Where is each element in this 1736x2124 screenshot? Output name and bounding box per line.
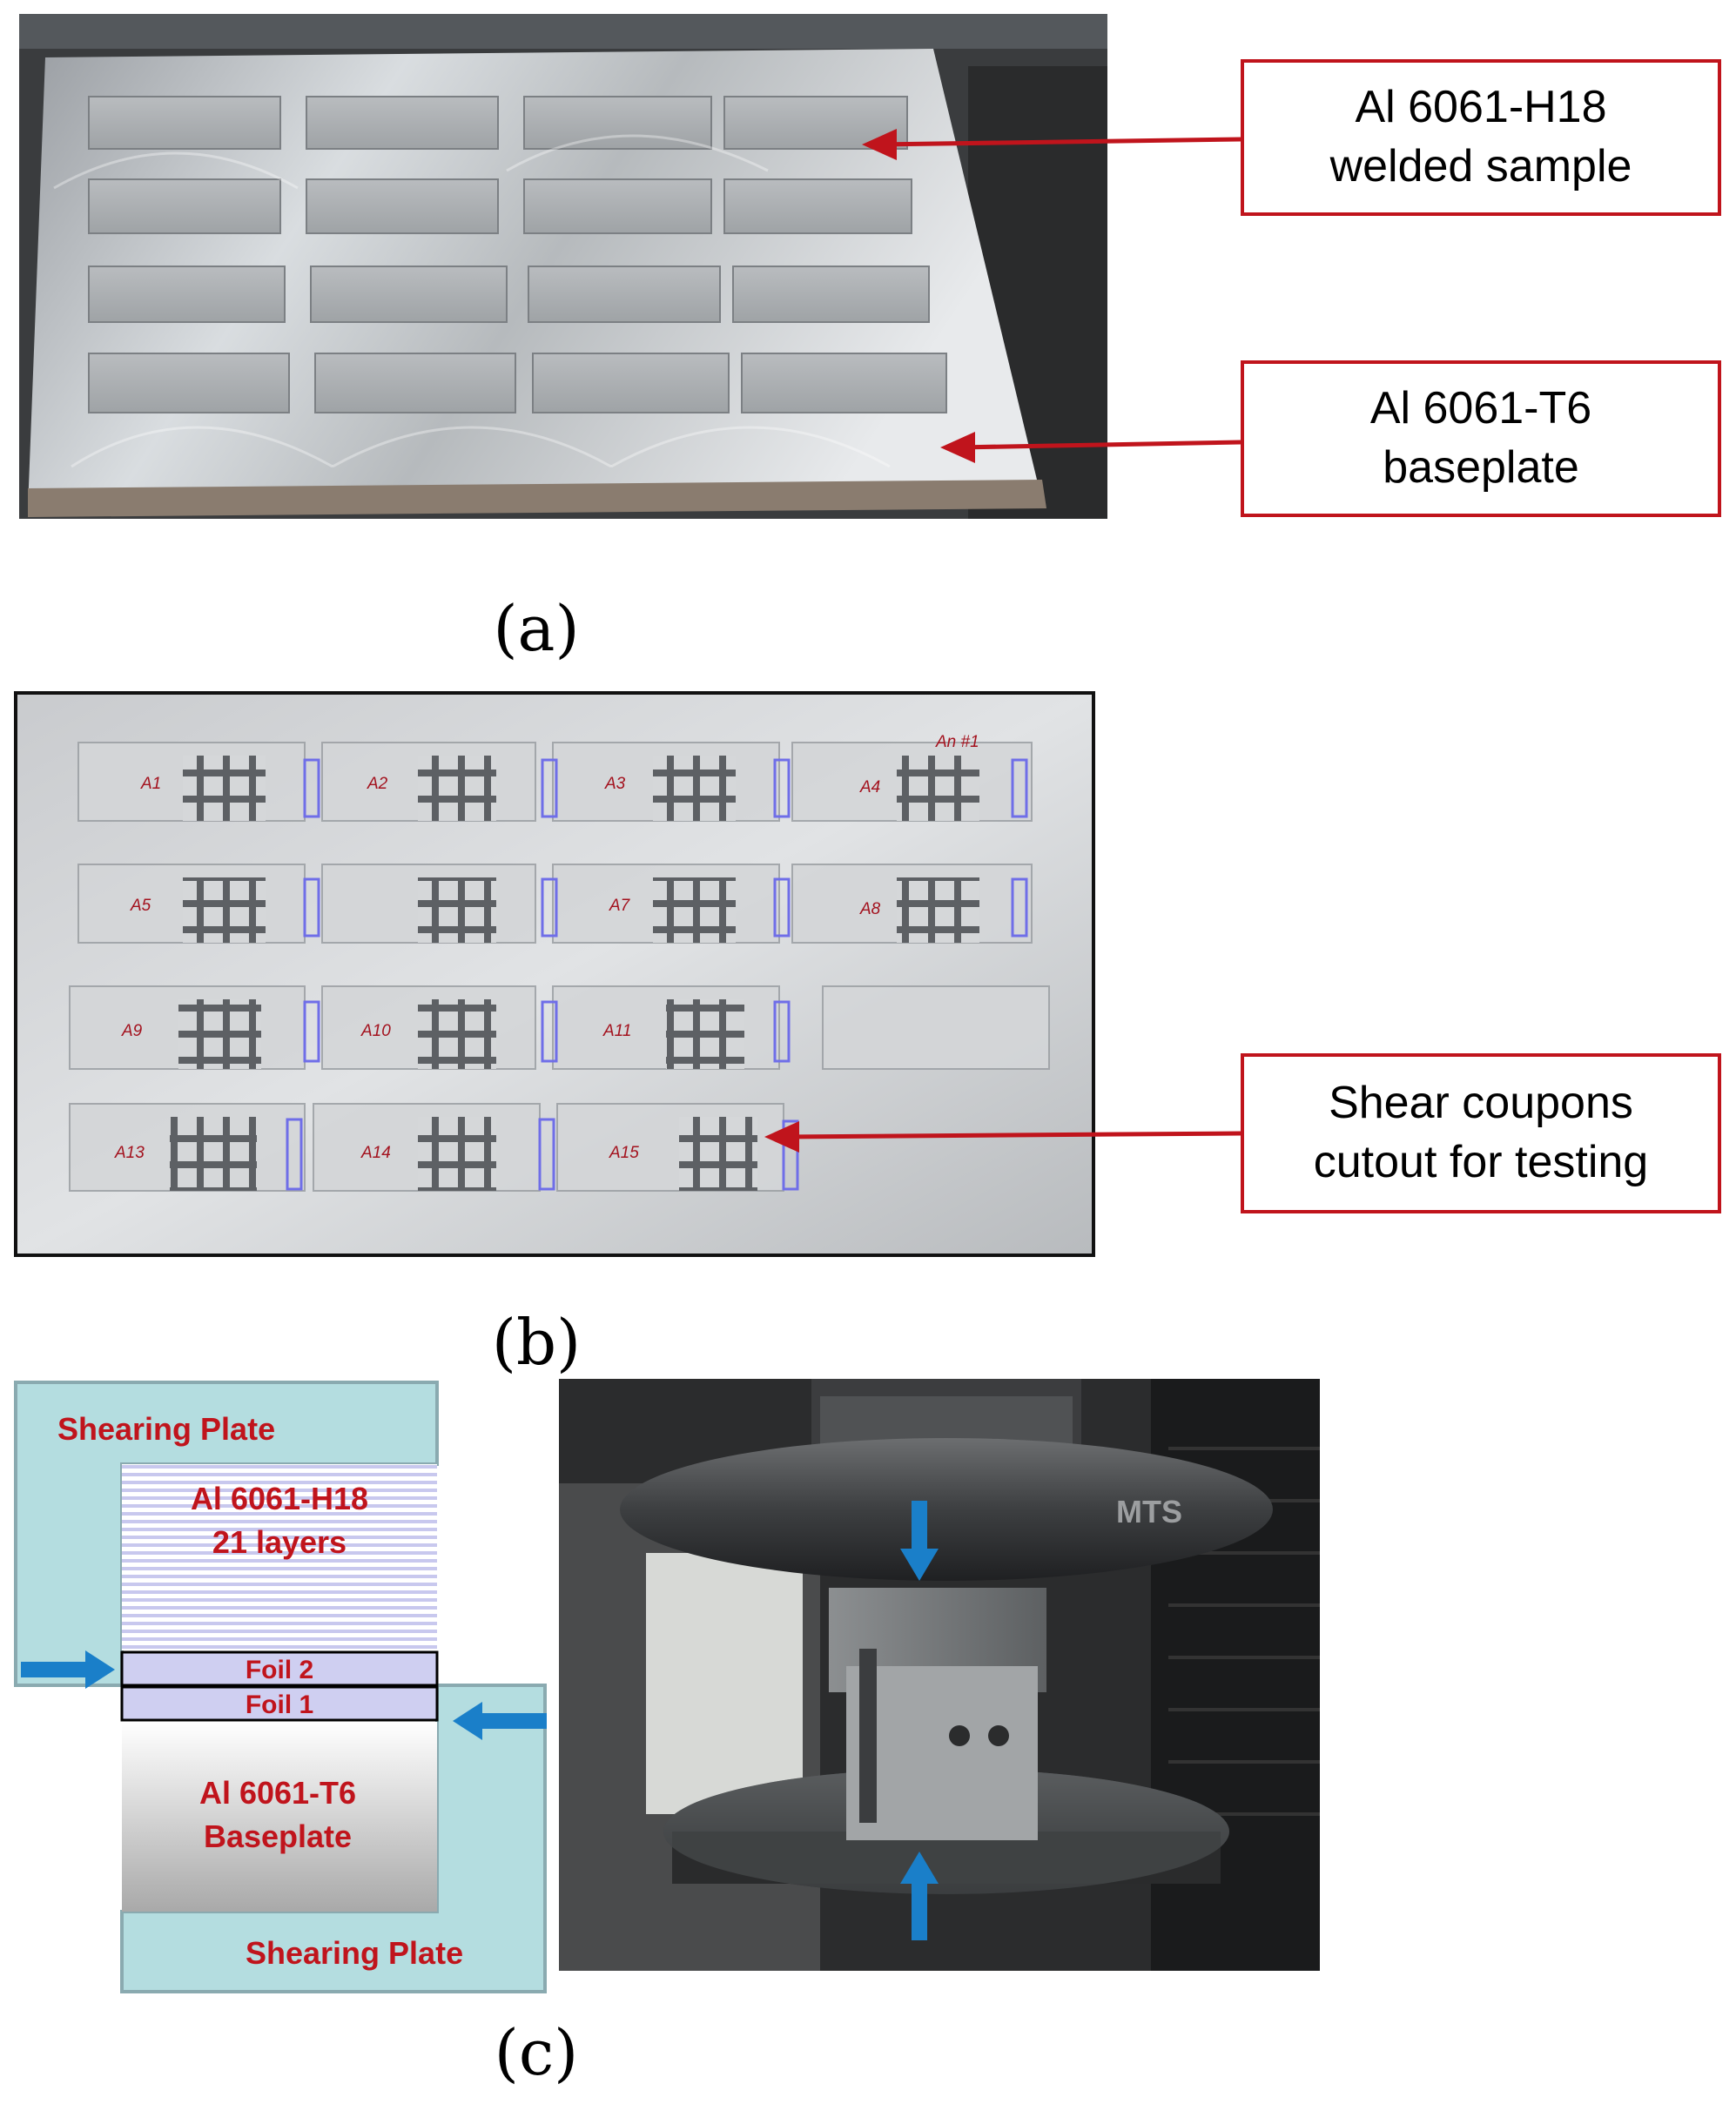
sample-label: A2 bbox=[367, 775, 388, 793]
sample-label: A9 bbox=[121, 1022, 143, 1040]
sample-label: A10 bbox=[360, 1022, 391, 1040]
foil-2-label: Foil 2 bbox=[246, 1656, 313, 1684]
callout-line: Al 6061-T6 bbox=[1369, 383, 1592, 434]
sample-label: A5 bbox=[130, 897, 151, 915]
bottom-load-arrow bbox=[900, 1852, 939, 1940]
coupon-plate-image: An #1 A1 A2 A3 A4 A5 A7 A8 A9 A10 A11 A1… bbox=[17, 695, 1092, 1254]
h18-layers bbox=[122, 1464, 437, 1650]
callout-line: baseplate bbox=[1383, 442, 1579, 493]
right-load-arrow bbox=[453, 1702, 547, 1740]
shear-test-schematic: Shearing Plate Al 6061-H18 21 layers Foi… bbox=[14, 1381, 547, 1993]
h18-layers-label: 21 layers bbox=[212, 1524, 347, 1560]
shear-fixture bbox=[829, 1588, 1046, 1840]
callout-line: cutout for testing bbox=[1313, 1137, 1649, 1187]
bottom-plate-label: Shearing Plate bbox=[246, 1935, 463, 1971]
baseplate-arrow bbox=[957, 440, 1241, 450]
sample-label: A1 bbox=[140, 775, 161, 793]
sample-label: A8 bbox=[859, 900, 881, 918]
baseplate-label: Baseplate bbox=[204, 1818, 352, 1854]
callout-line: Al 6061-H18 bbox=[1355, 82, 1607, 133]
foil-2 bbox=[120, 1650, 439, 1687]
panel-b-photo: An #1 A1 A2 A3 A4 A5 A7 A8 A9 A10 A11 A1… bbox=[14, 691, 1095, 1257]
foil-1 bbox=[120, 1685, 439, 1722]
panel-b-label: (b) bbox=[491, 1306, 582, 1379]
foil-1-label: Foil 1 bbox=[246, 1690, 313, 1719]
shear-coupons-arrow bbox=[783, 1131, 1241, 1139]
panel-c-label: (c) bbox=[494, 2016, 579, 2089]
top-load-arrow bbox=[900, 1501, 939, 1581]
h18-label: Al 6061-H18 bbox=[191, 1481, 368, 1516]
test-fixture-image: MTS bbox=[559, 1379, 1320, 1971]
sample-label: A3 bbox=[604, 775, 626, 793]
sample-label: A7 bbox=[609, 897, 631, 915]
sample-label: A15 bbox=[609, 1144, 639, 1162]
sample-label: A13 bbox=[114, 1144, 145, 1162]
panel-a-label: (a) bbox=[493, 592, 580, 665]
callout-line: welded sample bbox=[1329, 141, 1632, 192]
sample-label: A14 bbox=[360, 1144, 391, 1162]
top-plate-label: Shearing Plate bbox=[57, 1411, 275, 1447]
baseplate-callout: Al 6061-T6 baseplate bbox=[1241, 360, 1721, 517]
shear-coupons-callout: Shear coupons cutout for testing bbox=[1241, 1053, 1721, 1213]
sample-label: A4 bbox=[859, 778, 880, 796]
welded-plate-image bbox=[19, 14, 1107, 519]
sample-label: A11 bbox=[602, 1022, 631, 1040]
welded-sample-arrow bbox=[878, 137, 1241, 147]
panel-a-photo bbox=[19, 14, 1107, 519]
t6-baseplate bbox=[122, 1722, 437, 1912]
welded-sample-callout: Al 6061-H18 welded sample bbox=[1241, 59, 1721, 216]
left-load-arrow bbox=[21, 1650, 115, 1689]
plate-note: An #1 bbox=[935, 733, 979, 751]
callout-line: Shear coupons bbox=[1329, 1078, 1633, 1129]
mts-brand: MTS bbox=[1116, 1494, 1182, 1529]
panel-c-photo: MTS bbox=[559, 1379, 1320, 1971]
t6-label: Al 6061-T6 bbox=[199, 1775, 356, 1811]
